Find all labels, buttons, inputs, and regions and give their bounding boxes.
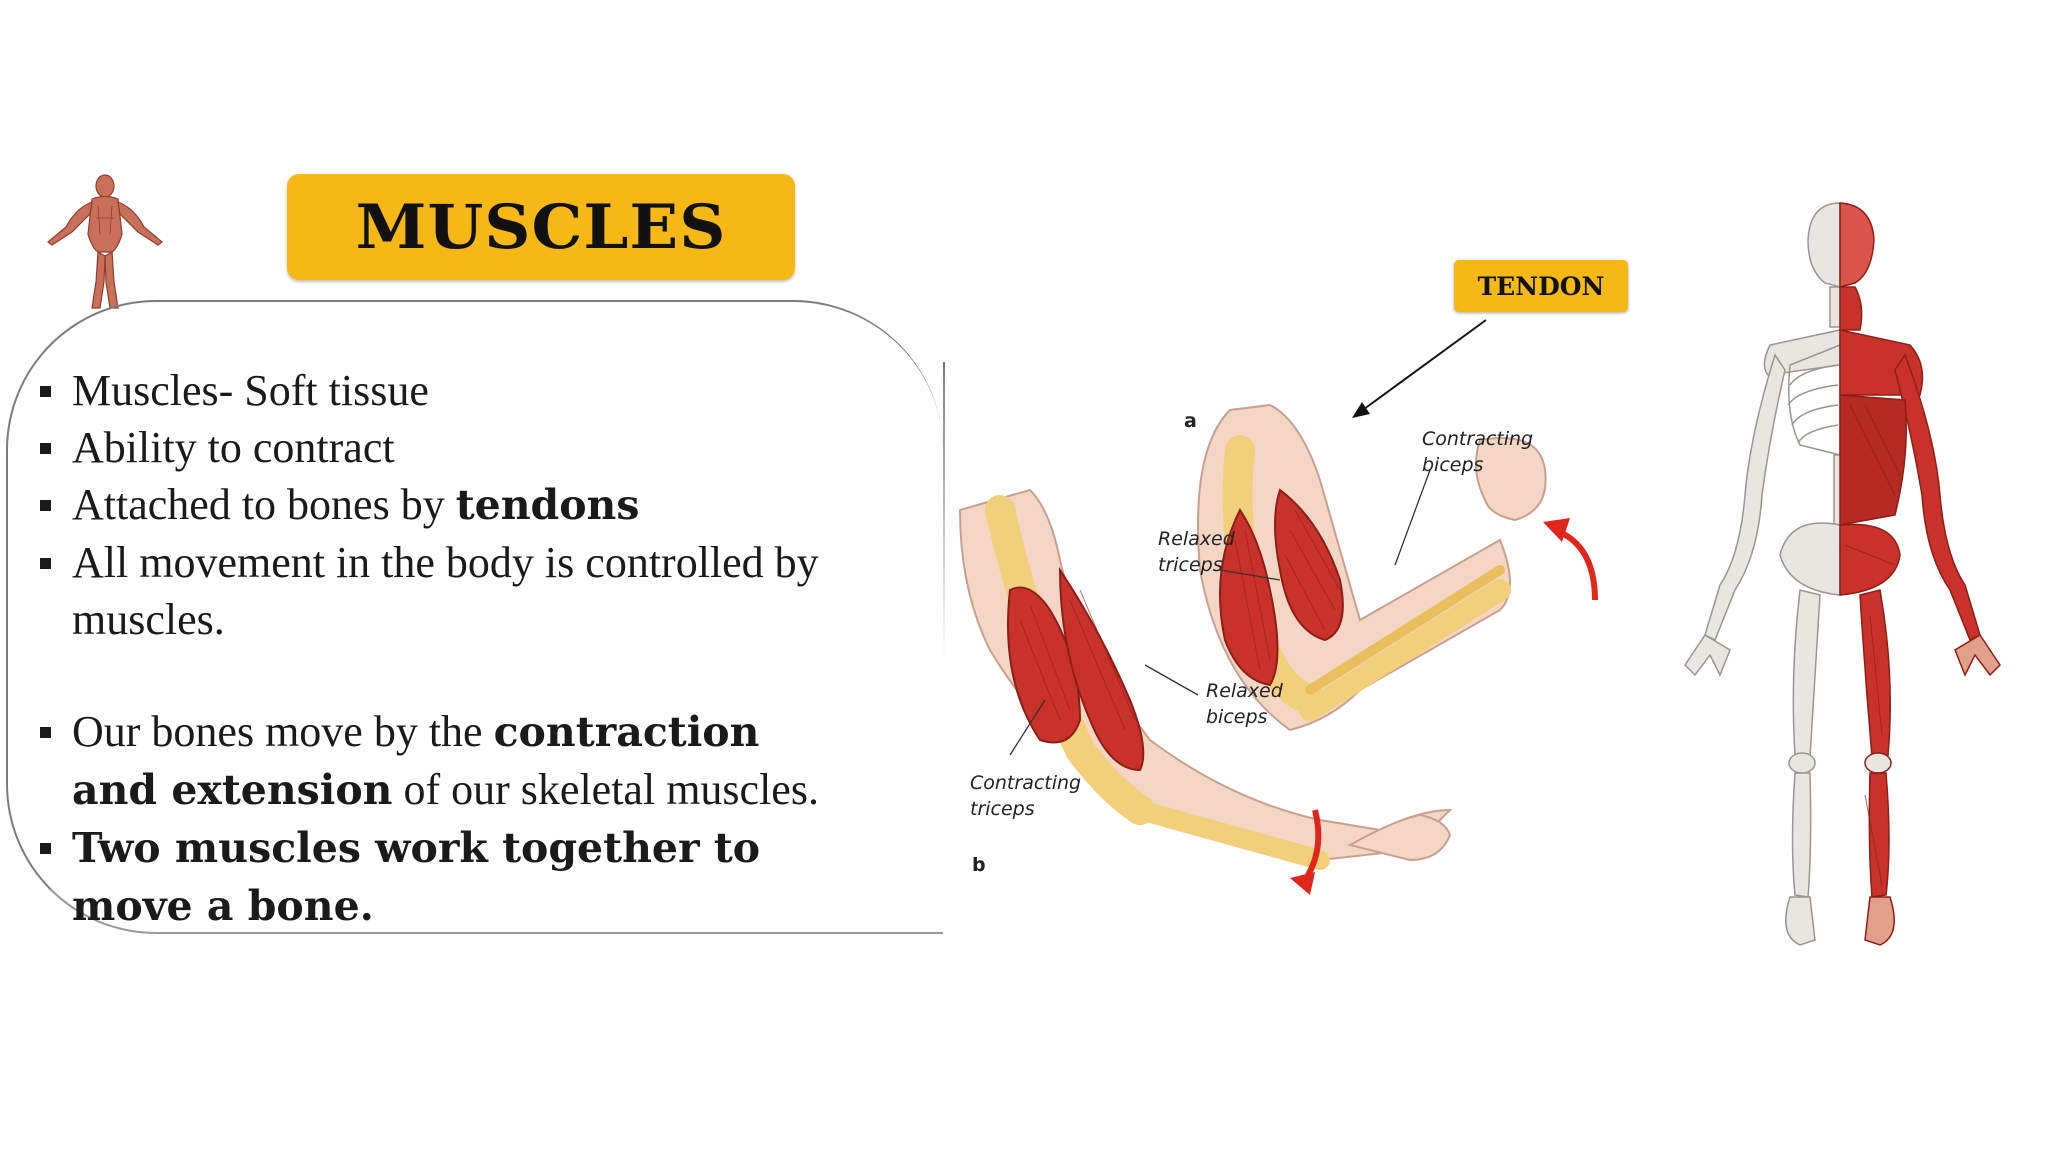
list-item: All movement in the body is controlled b… — [38, 534, 938, 648]
list-item: Ability to contract — [38, 419, 938, 476]
slide-title: MUSCLES — [355, 191, 727, 263]
tendon-badge: TENDON — [1454, 260, 1628, 312]
panel-a-label: a — [1184, 410, 1197, 432]
list-item: Attached to bones by tendons — [38, 476, 938, 534]
flexed-arm — [1197, 403, 1598, 732]
content-card — [6, 300, 945, 934]
bullet-list: Muscles- Soft tissue Ability to contract… — [38, 362, 938, 935]
skeleton-muscle-figure — [1684, 202, 2001, 946]
list-item: Muscles- Soft tissue — [38, 362, 938, 419]
small-anatomy-figure-icon — [47, 174, 163, 309]
title-badge: MUSCLES — [287, 174, 795, 280]
panel-b-label: b — [972, 854, 986, 876]
extended-arm — [958, 488, 1453, 895]
arm-muscles-diagram — [958, 403, 1598, 895]
tendon-arrow — [1352, 319, 1487, 418]
tendon-label: TENDON — [1477, 271, 1605, 301]
